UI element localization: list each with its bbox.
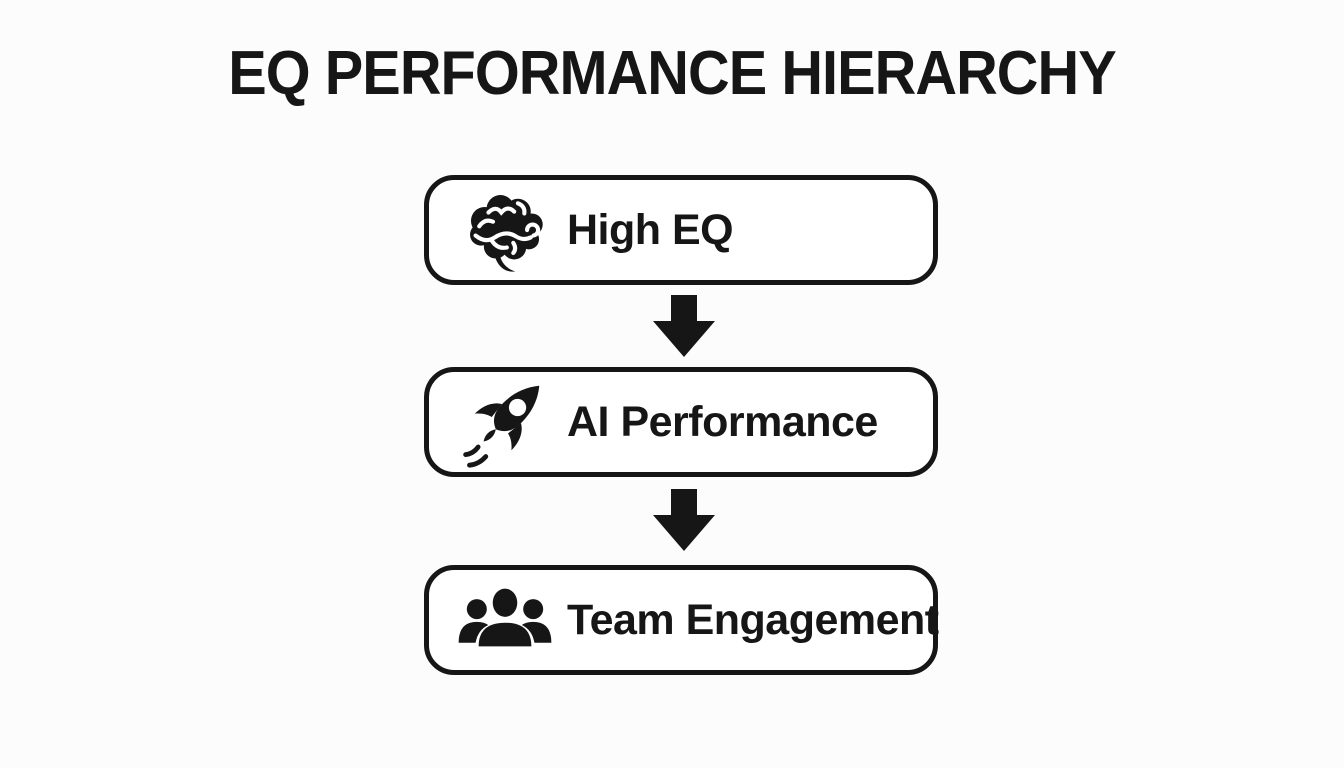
brain-icon (453, 180, 557, 280)
flow-box-ai-performance: AI Performance (424, 367, 938, 477)
page-title: EQ PERFORMANCE HIERARCHY (228, 39, 1116, 108)
flow-box-high-eq: High EQ (424, 175, 938, 285)
flow-box-label: High EQ (567, 205, 734, 254)
flow-box-label: Team Engagement (567, 595, 939, 644)
flow-box-team-engagement: Team Engagement (424, 565, 939, 675)
rocket-icon (453, 372, 557, 472)
team-icon (453, 570, 557, 670)
flow-box-label: AI Performance (567, 397, 878, 446)
down-arrow-icon (651, 295, 717, 357)
down-arrow-icon (651, 489, 717, 551)
